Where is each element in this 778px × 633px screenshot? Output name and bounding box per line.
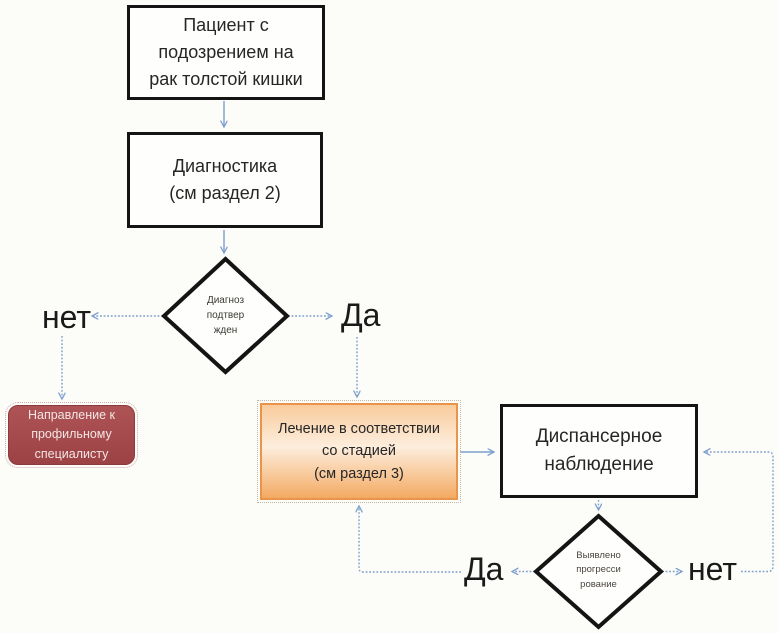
edge-label-diagnosis-yes: Да	[341, 297, 381, 333]
node-referral: Направление к профильному специалисту	[5, 402, 138, 468]
node-treatment-line: (см раздел 3)	[314, 465, 404, 482]
diamond-diagnosis-check	[161, 256, 290, 375]
node-treatment: Лечение в соответствии со стадией (см ра…	[257, 400, 461, 503]
node-patient-line: рак толстой кишки	[149, 69, 303, 89]
node-observation-line: наблюдение	[544, 454, 654, 475]
edge-yes-loop-to-treatment	[359, 506, 461, 573]
node-patient: Пациент с подозрением на рак толстой киш…	[127, 5, 325, 100]
diamond-diagnosis-check-text: Диагноз подтвер жден	[178, 293, 273, 338]
diamond-progression-check-line: рование	[580, 578, 617, 590]
diamond-diagnosis-check-line: подтвер	[206, 310, 245, 321]
edge-label-progression-yes: Да	[464, 551, 504, 587]
diamond-progression-check-text: Выявлено прогресси рование	[551, 549, 646, 592]
diamond-progression-check	[532, 513, 665, 630]
node-patient-line: Пациент с	[183, 15, 269, 35]
node-observation-line: Диспансерное	[535, 425, 663, 447]
node-patient-line: подозрением на	[158, 42, 294, 62]
diamond-progression-check-line: Выявлено	[576, 550, 621, 561]
diamond-progression-check-line: прогресси	[576, 564, 621, 576]
node-referral-line: специалисту	[34, 446, 109, 461]
diamond-diagnosis-check-line: Диагноз	[206, 295, 245, 306]
node-diagnostics-line: Диагностика	[172, 156, 278, 176]
edge-label-diagnosis-no: нет	[42, 299, 92, 335]
edge-no-loop-to-observation	[704, 452, 774, 573]
diamond-diagnosis-check-line: жден	[213, 325, 238, 336]
node-diagnostics: Диагностика (см раздел 2)	[127, 132, 323, 228]
node-referral-line: Направление к	[27, 407, 116, 422]
node-treatment-line: со стадией	[321, 443, 397, 460]
node-observation: Диспансерное наблюдение	[500, 404, 698, 498]
node-treatment-line: Лечение в соответствии	[278, 420, 440, 437]
node-referral-line: профильному	[31, 427, 112, 442]
node-diagnostics-line: (см раздел 2)	[169, 183, 281, 203]
edge-label-progression-no: нет	[688, 551, 738, 587]
